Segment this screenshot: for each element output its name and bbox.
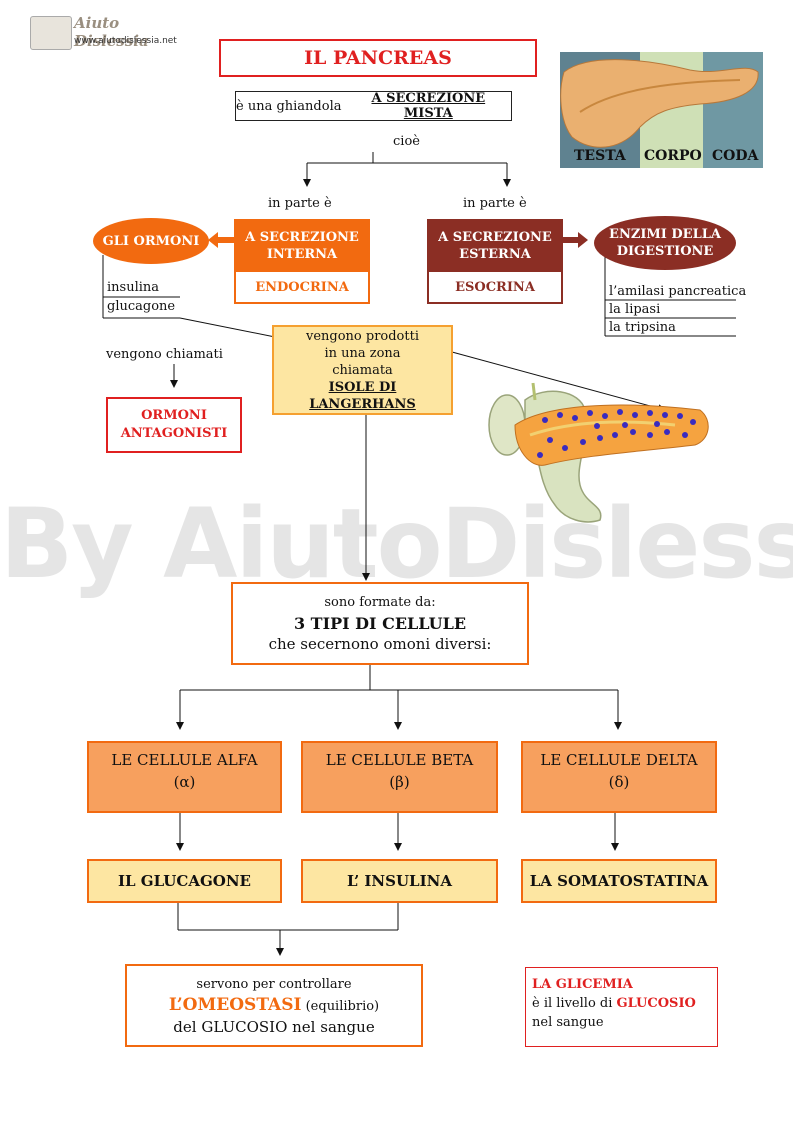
- esocrina-box: ESOCRINA: [427, 272, 563, 304]
- cellule-alfa-box: LE CELLULE ALFA (α): [87, 741, 282, 813]
- enzimi-list-item: la lipasi: [609, 302, 661, 317]
- logo-url: www.aiutodislessia.net: [74, 36, 177, 46]
- page-title: IL PANCREAS: [219, 39, 537, 77]
- pancreas-anatomy-image: TESTA CORPO CODA: [560, 52, 763, 168]
- glicemia-text: è il livello di GLUCOSIO: [532, 996, 696, 1011]
- book-icon: [30, 16, 72, 50]
- anatomy-coda-label: CODA: [712, 148, 759, 164]
- cellule-delta-box: LE CELLULE DELTA (δ): [521, 741, 717, 813]
- anatomy-corpo-label: CORPO: [644, 148, 702, 164]
- enzimi-digestione-ellipse: ENZIMI DELLA DIGESTIONE: [594, 216, 736, 270]
- pancreas-shape-icon: [560, 59, 759, 148]
- anatomy-testa-label: TESTA: [574, 148, 626, 164]
- in-parte-left-label: in parte è: [268, 196, 332, 211]
- secrezione-interna-box: A SECREZIONE INTERNA: [234, 219, 370, 272]
- glicemia-box: LA GLICEMIA è il livello di GLUCOSIO nel…: [525, 967, 718, 1047]
- gli-ormoni-ellipse: GLI ORMONI: [93, 218, 209, 264]
- insulina-box: L’ INSULINA: [301, 859, 498, 903]
- secrezione-esterna-box: A SECREZIONE ESTERNA: [427, 219, 563, 272]
- ormoni-antagonisti-box: ORMONI ANTAGONISTI: [106, 397, 242, 453]
- tre-tipi-cellule-box: sono formate da: 3 TIPI DI CELLULE che s…: [231, 582, 529, 665]
- logo-name: Aiuto Dislessia: [74, 14, 149, 50]
- logo: Aiuto Dislessia www.aiutodislessia.net: [30, 14, 185, 52]
- pancreas-islets-image: [488, 382, 709, 523]
- glucagone-box: IL GLUCAGONE: [87, 859, 282, 903]
- isole-langerhans-box: vengono prodotti in una zona chiamata IS…: [272, 325, 453, 415]
- in-parte-right-label: in parte è: [463, 196, 527, 211]
- definition-box: è una ghiandola A SECREZIONE MISTA: [235, 91, 512, 121]
- enzimi-list-item: l’amilasi pancreatica: [609, 284, 747, 299]
- ormoni-list-item: glucagone: [107, 299, 176, 314]
- omeostasi-line: L’OMEOSTASI (equilibrio): [168, 994, 380, 1015]
- omeostasi-box: servono per controllare L’OMEOSTASI (equ…: [125, 964, 423, 1047]
- enzimi-list-item: la tripsina: [609, 320, 676, 335]
- somatostatina-box: LA SOMATOSTATINA: [521, 859, 717, 903]
- cellule-beta-box: LE CELLULE BETA (β): [301, 741, 498, 813]
- endocrina-box: ENDOCRINA: [234, 272, 370, 304]
- cioe-label: cioè: [393, 134, 420, 149]
- ormoni-list-item: insulina: [107, 280, 160, 295]
- vengono-chiamati-label: vengono chiamati: [106, 347, 223, 362]
